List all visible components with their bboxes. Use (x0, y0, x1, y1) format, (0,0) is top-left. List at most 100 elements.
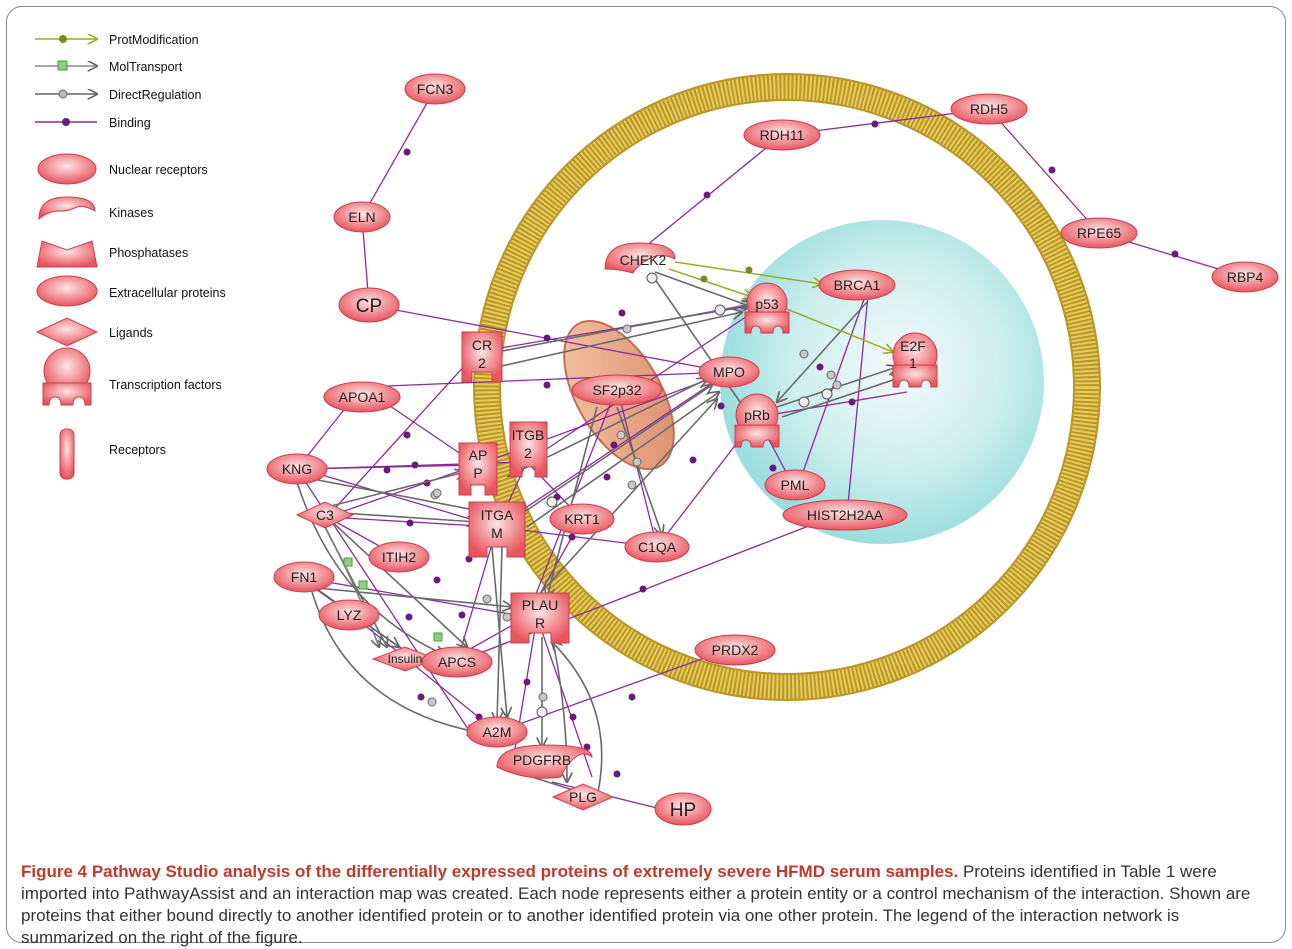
legend-prot-modification: ProtModification (35, 33, 199, 47)
node-rbp4[interactable]: RBP4 (1211, 261, 1279, 293)
node-label: APCS (438, 654, 476, 670)
legend: ProtModification MolTransport DirectRegu… (35, 33, 226, 480)
node-label: PML (781, 477, 810, 493)
node-cp[interactable]: CP (338, 287, 400, 323)
legend-label: Phosphatases (109, 246, 188, 260)
node-app[interactable]: AP P (458, 442, 498, 496)
node-plaur[interactable]: PLAU R (510, 592, 570, 644)
node-cr2[interactable]: CR 2 (461, 331, 503, 383)
node-kng[interactable]: KNG (266, 453, 328, 485)
node-chek2[interactable]: CHEK2 (604, 242, 676, 274)
node-label: E2F (900, 338, 926, 354)
node-label: RPE65 (1077, 225, 1122, 241)
cell-membrane (473, 73, 1101, 701)
node-label: C3 (316, 507, 334, 523)
node-label: HIST2H2AA (807, 507, 884, 523)
node-apcs[interactable]: APCS (421, 646, 493, 678)
figure-caption: Figure 4 Pathway Studio analysis of the … (21, 861, 1276, 949)
legend-label: MolTransport (109, 60, 183, 74)
node-label: BRCA1 (834, 277, 881, 293)
legend-binding: Binding (35, 116, 151, 130)
legend-kinase-shape (38, 196, 96, 221)
legend-extracellular-shape (36, 275, 98, 307)
node-fn1[interactable]: FN1 (273, 561, 335, 593)
legend-label: Extracellular proteins (109, 286, 226, 300)
caption-body: Proteins identified in Table 1 were impo… (21, 862, 1251, 947)
node-prdx2[interactable]: PRDX2 (694, 634, 776, 666)
node-rdh5[interactable]: RDH5 (950, 93, 1028, 125)
node-label: RDH11 (760, 127, 805, 143)
node-e2f1[interactable]: E2F 1 (892, 332, 938, 388)
node-label: CHEK2 (620, 252, 667, 268)
node-pml[interactable]: PML (764, 469, 826, 501)
regulation-dots (427, 324, 842, 707)
node-label: P (473, 465, 482, 481)
caption-title: Figure 4 Pathway Studio analysis of the … (21, 862, 959, 881)
node-brca1[interactable]: BRCA1 (818, 269, 896, 301)
legend-label: DirectRegulation (109, 88, 201, 102)
node-label: ITIH2 (382, 549, 416, 565)
node-plg[interactable]: PLG (551, 783, 615, 811)
node-label: 2 (524, 445, 532, 461)
node-itgb2[interactable]: ITGB 2 (509, 421, 548, 478)
node-label: C1QA (638, 539, 677, 555)
pathway-diagram: ProtModification MolTransport DirectRegu… (35, 33, 1279, 826)
legend-direct-regulation: DirectRegulation (35, 88, 201, 102)
node-itgam[interactable]: ITGA M (468, 501, 526, 558)
node-a2m[interactable]: A2M (466, 716, 528, 748)
node-label: ELN (348, 209, 375, 225)
node-rdh11[interactable]: RDH11 (743, 119, 821, 151)
node-label: KNG (282, 461, 312, 477)
node-label: FCN3 (417, 81, 454, 97)
node-eln[interactable]: ELN (333, 201, 391, 233)
node-label: M (491, 525, 503, 541)
node-label: SF2p32 (592, 382, 641, 398)
node-mpo[interactable]: MPO (698, 356, 760, 388)
node-label: RDH5 (970, 101, 1008, 117)
legend-label: Binding (109, 116, 151, 130)
node-p53[interactable]: p53 (744, 282, 790, 334)
node-label: PRDX2 (712, 642, 759, 658)
legend-label: Receptors (109, 443, 166, 457)
node-label: PLAU (522, 597, 559, 613)
node-label: LYZ (337, 607, 362, 623)
node-c1qa[interactable]: C1QA (624, 531, 690, 563)
legend-label: ProtModification (109, 33, 199, 47)
legend-label: Nuclear receptors (109, 163, 208, 177)
node-label: CP (356, 296, 382, 317)
node-insulin[interactable]: Insulin (371, 646, 439, 672)
node-label: HP (670, 800, 696, 821)
node-apoa1[interactable]: APOA1 (323, 381, 401, 413)
node-krt1[interactable]: KRT1 (549, 503, 615, 535)
legend-label: Transcription factors (109, 378, 222, 392)
node-hist2h2aa[interactable]: HIST2H2AA (782, 499, 908, 531)
node-label: PLG (569, 789, 597, 805)
node-pdgfrb[interactable]: PDGFRB (496, 744, 593, 779)
legend-label: Kinases (109, 206, 153, 220)
node-lyz[interactable]: LYZ (318, 599, 380, 631)
node-label: RBP4 (1227, 269, 1264, 285)
node-c3[interactable]: C3 (295, 501, 355, 529)
legend-ligand-shape (35, 317, 99, 347)
node-fcn3[interactable]: FCN3 (404, 73, 466, 105)
legend-transcription-factor-shape (42, 347, 92, 406)
node-label: 2 (478, 355, 486, 371)
node-label: pRb (744, 407, 770, 423)
legend-nuclear-receptor-shape (37, 153, 97, 185)
node-label: p53 (755, 296, 779, 312)
node-itih2[interactable]: ITIH2 (368, 541, 430, 573)
node-label: ITGB (512, 427, 545, 443)
node-prb[interactable]: pRb (734, 393, 780, 448)
node-label: KRT1 (564, 511, 600, 527)
node-sf2p32[interactable]: SF2p32 (571, 374, 663, 406)
node-label: R (535, 615, 545, 631)
node-hp[interactable]: HP (654, 792, 712, 826)
node-label: PDGFRB (513, 752, 571, 768)
node-label: MPO (713, 364, 745, 380)
node-rpe65[interactable]: RPE65 (1060, 217, 1138, 249)
node-label: Insulin (388, 652, 423, 666)
node-label: FN1 (291, 569, 318, 585)
node-label: APOA1 (339, 389, 386, 405)
legend-mol-transport: MolTransport (35, 60, 183, 74)
legend-receptor-shape (59, 428, 75, 480)
